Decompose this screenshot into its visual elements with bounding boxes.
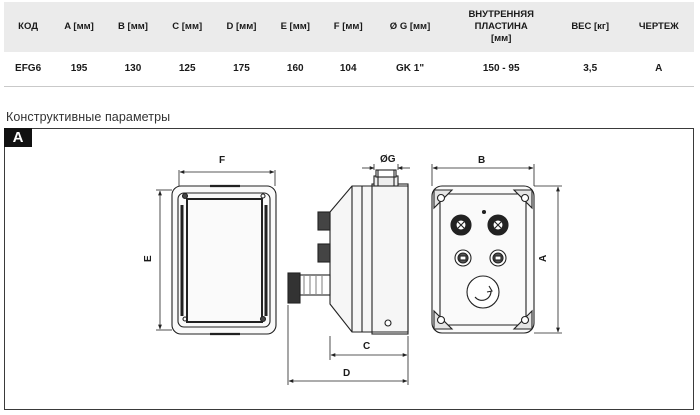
- drawing-badge: A: [4, 128, 32, 147]
- dim-label-e: E: [143, 255, 154, 262]
- dim-label-g: ØG: [380, 154, 396, 165]
- table-row: EFG6 195 130 125 175 160 104 GK 1" 150 -…: [4, 52, 694, 87]
- cell-d: 175: [214, 52, 269, 87]
- col-a: A [мм]: [64, 21, 94, 32]
- dim-label-f: F: [219, 155, 225, 166]
- cell-c: 125: [160, 52, 215, 87]
- side-view: [287, 169, 409, 335]
- spec-table: КОД A [мм] B [мм] C [мм] D [мм] E [мм] F…: [4, 2, 694, 87]
- cell-f: 104: [321, 52, 375, 87]
- dim-label-a: A: [538, 255, 549, 262]
- cell-drawing: A: [623, 52, 694, 87]
- col-c: C [мм]: [172, 21, 203, 32]
- cell-weight: 3,5: [556, 52, 624, 87]
- col-b: B [мм]: [118, 21, 148, 32]
- cell-code: EFG6: [4, 52, 53, 87]
- col-code: КОД: [18, 21, 39, 32]
- col-plate-line3: [мм]: [490, 33, 512, 44]
- dim-label-b: B: [478, 155, 485, 166]
- cell-g: GK 1": [374, 52, 446, 87]
- cell-plate: 150 - 95: [445, 52, 557, 87]
- col-f: F [мм]: [333, 21, 363, 32]
- side-view-dimensions: [287, 164, 410, 385]
- front-view-dimensions: [156, 170, 276, 331]
- spec-table-header-row: КОД A [мм] B [мм] C [мм] D [мм] E [мм] F…: [4, 2, 694, 52]
- panel-view-dimensions: [431, 164, 562, 334]
- dim-label-c: C: [363, 341, 370, 352]
- col-e: E [мм]: [280, 21, 310, 32]
- col-d: D [мм]: [226, 21, 257, 32]
- col-plate-line1: ВНУТРЕННЯЯ: [468, 9, 534, 20]
- col-plate-line2: ПЛАСТИНА: [474, 21, 528, 32]
- drawing-frame: [4, 128, 694, 410]
- cell-a: 195: [52, 52, 106, 87]
- panel-view: [431, 185, 535, 334]
- section-caption: Конструктивные параметры: [6, 110, 171, 124]
- cell-b: 130: [105, 52, 161, 87]
- col-drawing: ЧЕРТЕЖ: [638, 21, 679, 32]
- cell-e: 160: [268, 52, 322, 87]
- col-weight: ВЕС [кг]: [571, 21, 610, 32]
- col-plate: ВНУТРЕННЯЯ ПЛАСТИНА [мм]: [446, 2, 557, 52]
- col-g: Ø G [мм]: [389, 21, 431, 32]
- front-view: [171, 184, 277, 336]
- panel-buttons: [450, 209, 509, 309]
- selector-knob: [466, 275, 500, 309]
- dim-label-d: D: [343, 368, 350, 379]
